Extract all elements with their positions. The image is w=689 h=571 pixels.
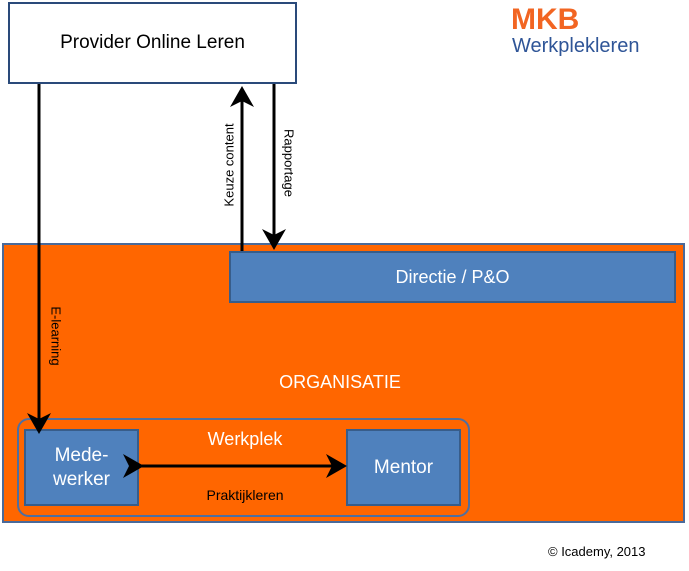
werkplek-label: Werkplek xyxy=(207,429,283,449)
medewerker-label-line2: werker xyxy=(52,468,110,490)
keuze-content-label: Keuze content xyxy=(221,123,237,207)
praktijkleren-label: Praktijkleren xyxy=(206,487,284,503)
werkplek-frame xyxy=(17,418,470,517)
provider-online-leren-box: Provider Online Leren xyxy=(8,2,297,84)
mkb-werkplekleren-logo: MKB Werkplekleren xyxy=(511,3,640,57)
elearning-label: E-learning xyxy=(48,306,64,366)
rapportage-label: Rapportage xyxy=(281,129,297,197)
organisatie-label: ORGANISATIE xyxy=(279,372,401,392)
logo-main-text: MKB xyxy=(511,3,580,36)
logo-sub-text: Werkplekleren xyxy=(512,35,640,57)
mentor-label: Mentor xyxy=(373,456,434,478)
mentor-box: Mentor xyxy=(346,429,461,506)
copyright-text: © Icademy, 2013 xyxy=(548,544,646,559)
medewerker-box: Mede- werker xyxy=(24,429,139,506)
directie-po-box: Directie / P&O xyxy=(229,251,676,303)
provider-label: Provider Online Leren xyxy=(60,32,245,53)
medewerker-label-line1: Mede- xyxy=(54,444,109,466)
directie-label: Directie / P&O xyxy=(395,266,510,287)
